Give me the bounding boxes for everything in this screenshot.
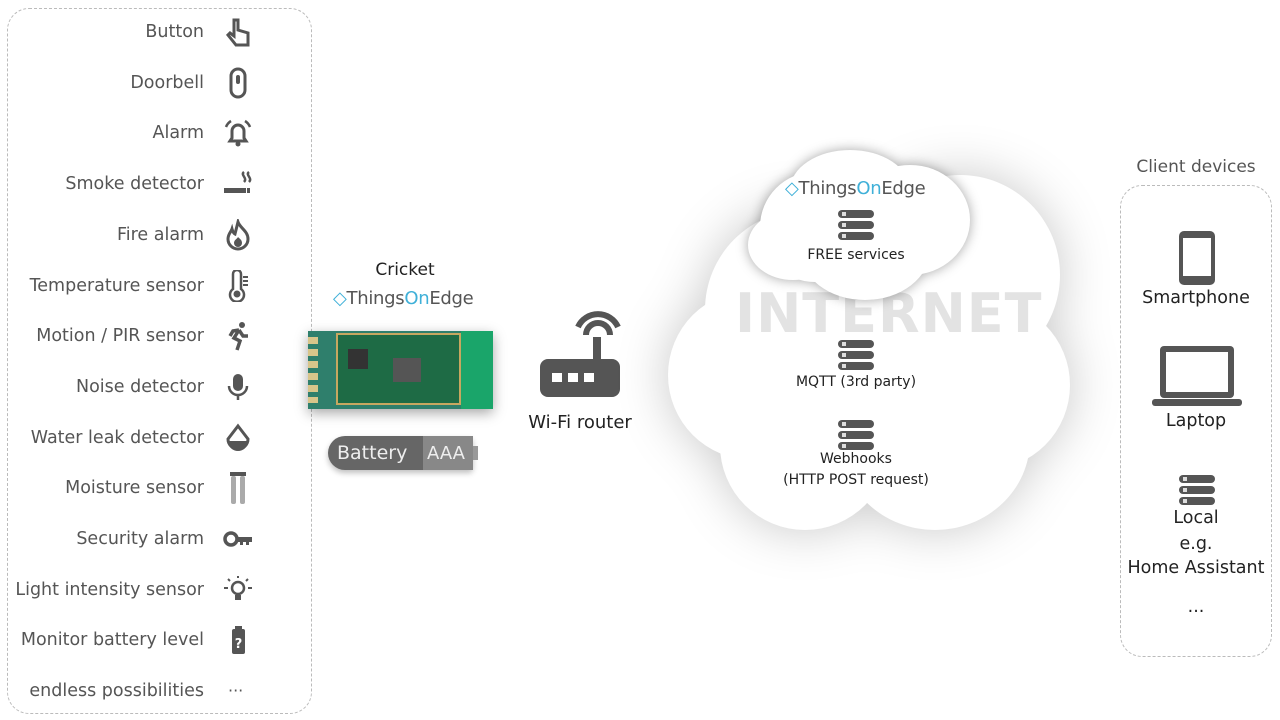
smoking-icon — [222, 168, 254, 200]
server-icon — [838, 340, 874, 373]
device-name: Cricket — [375, 260, 435, 280]
home-assistant-label: Home Assistant — [1127, 558, 1265, 578]
thingsonedge-logo: ◇ThingsOnEdge — [333, 288, 474, 309]
sensor-item: Smoke detector — [10, 164, 300, 204]
laptop-icon — [1152, 346, 1242, 406]
cricket-board — [308, 331, 493, 409]
sensor-label: Security alarm — [76, 529, 204, 549]
fire-icon — [222, 216, 254, 251]
sensor-label: Doorbell — [130, 72, 204, 93]
sensor-label: Light intensity sensor — [15, 579, 204, 600]
sensor-item: Monitor battery level? — [10, 620, 300, 660]
sensor-item: endless possibilities ··· — [10, 671, 300, 711]
sensor-item: Fire alarm — [10, 215, 300, 255]
wifi-router-icon — [540, 311, 621, 397]
eg-label: e.g. — [1179, 534, 1213, 554]
light-bulb-icon — [222, 574, 254, 606]
microphone-icon — [222, 371, 254, 403]
thingsonedge-cloud-logo: ◇ThingsOnEdge — [785, 178, 926, 199]
server-icon — [1179, 475, 1215, 508]
svg-text:?: ? — [235, 637, 243, 652]
smartphone-icon — [1179, 231, 1215, 285]
sensor-label: Fire alarm — [116, 224, 204, 245]
sensor-item: Light intensity sensor — [10, 570, 300, 610]
sensor-label: Alarm — [152, 123, 205, 144]
sensor-label: Moisture sensor — [65, 478, 204, 499]
webhooks-sublabel: (HTTP POST request) — [783, 472, 929, 488]
sensor-label: Water leak detector — [30, 427, 204, 448]
sensor-item: Alarm — [10, 113, 300, 153]
sensor-label: Button — [145, 22, 204, 42]
key-icon — [222, 523, 254, 555]
sensor-label: Motion / PIR sensor — [36, 326, 204, 347]
sensor-item: Motion / PIR sensor — [10, 316, 300, 356]
sensor-label: endless possibilities — [29, 681, 204, 702]
sensor-label: Monitor battery level — [20, 630, 204, 651]
client-panel — [1120, 185, 1272, 657]
sensor-item: Moisture sensor — [10, 468, 300, 508]
sensor-item: Water leak detector — [10, 418, 300, 458]
free-services-label: FREE services — [807, 247, 905, 263]
laptop-label: Laptop — [1165, 411, 1227, 431]
webhooks-label: Webhooks — [820, 451, 892, 467]
doorbell-icon — [222, 67, 254, 99]
server-icon — [838, 210, 874, 243]
local-label: Local — [1173, 508, 1219, 528]
running-person-icon — [222, 320, 254, 352]
client-devices-title: Client devices — [1136, 157, 1256, 177]
server-icon — [838, 420, 874, 453]
sensor-item: Noise detector — [10, 367, 300, 407]
sensor-item: Security alarm — [10, 519, 300, 559]
sensor-label: Temperature sensor — [29, 275, 204, 296]
sensor-label: Noise detector — [76, 376, 204, 397]
smartphone-label: Smartphone — [1142, 288, 1250, 308]
hand-pointer-icon — [222, 16, 254, 48]
water-drop-icon — [222, 422, 254, 454]
battery-question-icon: ? — [222, 624, 254, 656]
sensor-item: Temperature sensor — [10, 266, 300, 306]
more-clients-label: ... — [1187, 597, 1205, 617]
sensor-item: Button — [10, 12, 300, 52]
moisture-probe-icon — [222, 472, 254, 505]
battery: Battery AAA — [328, 436, 478, 470]
thermometer-icon — [222, 268, 254, 303]
router-label: Wi-Fi router — [528, 412, 632, 433]
sensor-item: Doorbell — [10, 63, 300, 103]
mqtt-label: MQTT (3rd party) — [795, 374, 917, 390]
alarm-bell-icon — [222, 117, 254, 149]
ellipsis-icon: ··· — [228, 681, 244, 701]
sensor-label: Smoke detector — [65, 174, 204, 195]
